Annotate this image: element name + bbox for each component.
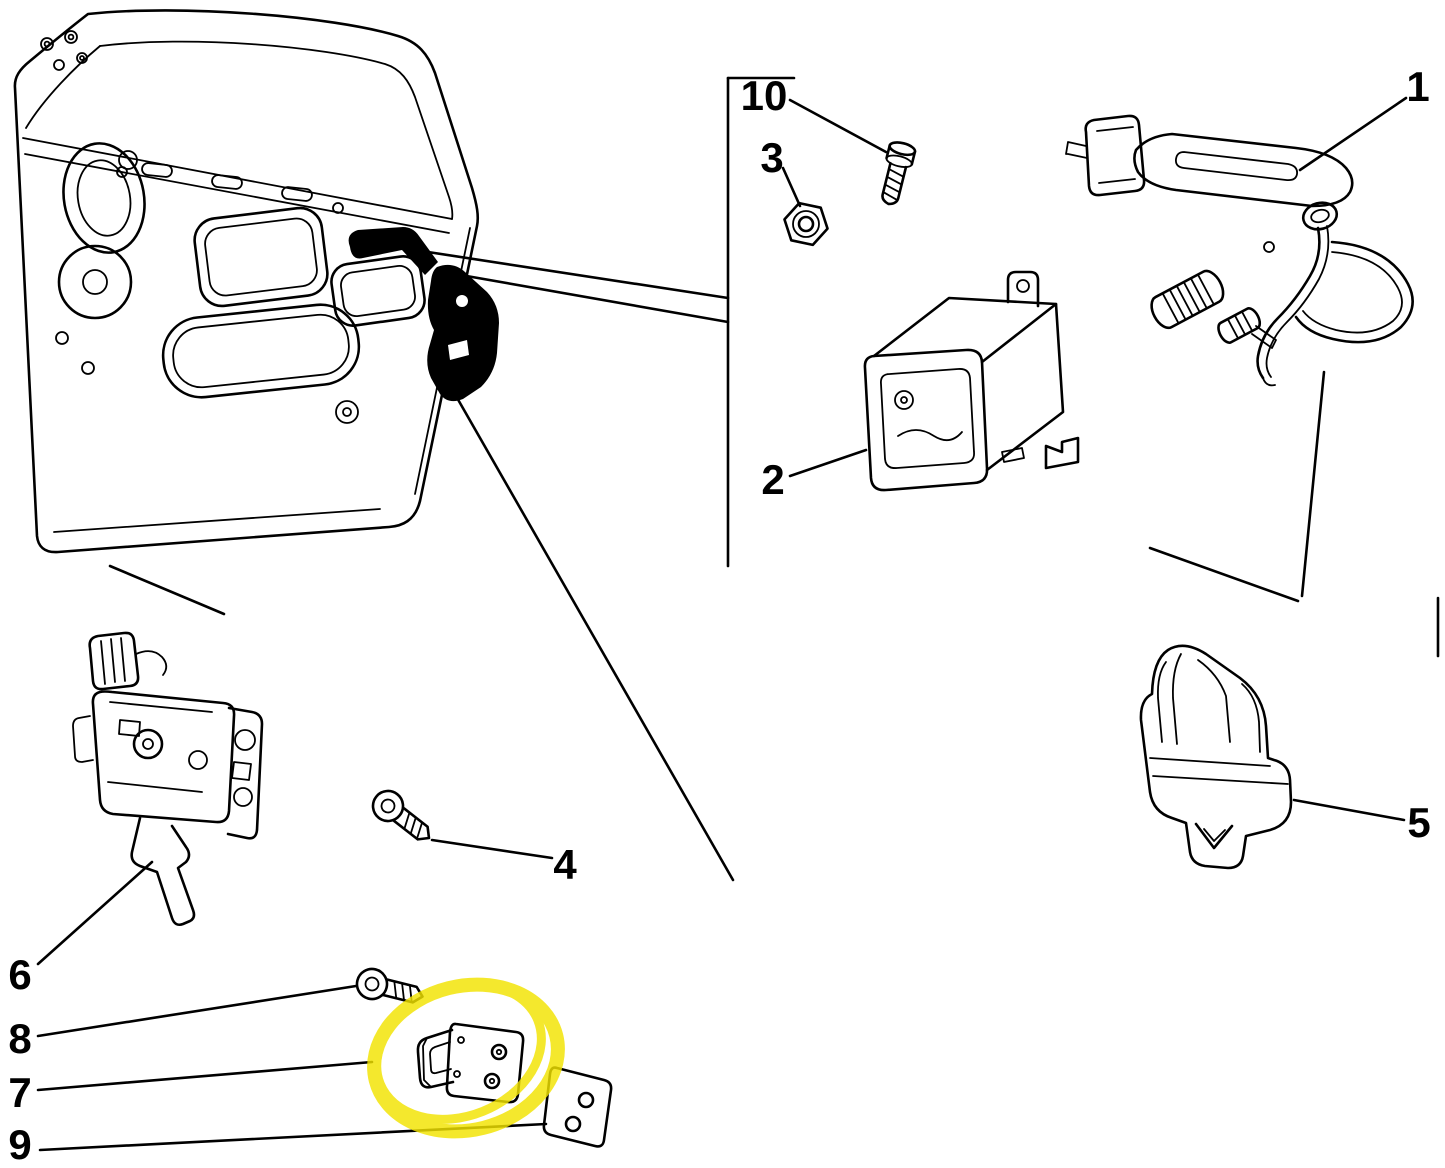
part-screw-4 xyxy=(365,783,440,852)
label-5: 5 xyxy=(1407,799,1430,846)
label-4: 4 xyxy=(553,841,577,888)
part-retainer-clip-5 xyxy=(1139,644,1293,870)
lock-location-silhouette xyxy=(348,227,499,402)
door-inner-panel xyxy=(13,9,499,554)
label-1: 1 xyxy=(1406,63,1429,110)
label-9: 9 xyxy=(8,1121,31,1168)
part-labels: 10 3 1 2 4 5 6 8 7 9 xyxy=(8,63,1430,1168)
label-6: 6 xyxy=(8,951,31,998)
label-2: 2 xyxy=(761,456,784,503)
label-8: 8 xyxy=(8,1015,31,1062)
striker-highlight-ring xyxy=(367,977,565,1139)
label-7: 7 xyxy=(8,1069,31,1116)
lock-cylinder xyxy=(1150,269,1225,330)
part-lock-housing-2 xyxy=(863,270,1080,492)
part-striker-7 xyxy=(416,1022,525,1104)
label-3: 3 xyxy=(760,134,783,181)
leader-lines xyxy=(36,76,1440,1152)
part-nut-3 xyxy=(783,201,829,247)
label-10: 10 xyxy=(741,72,788,119)
part-door-handle-1 xyxy=(1065,114,1414,387)
part-screw-10 xyxy=(881,141,917,206)
part-door-lock-6 xyxy=(72,631,264,927)
